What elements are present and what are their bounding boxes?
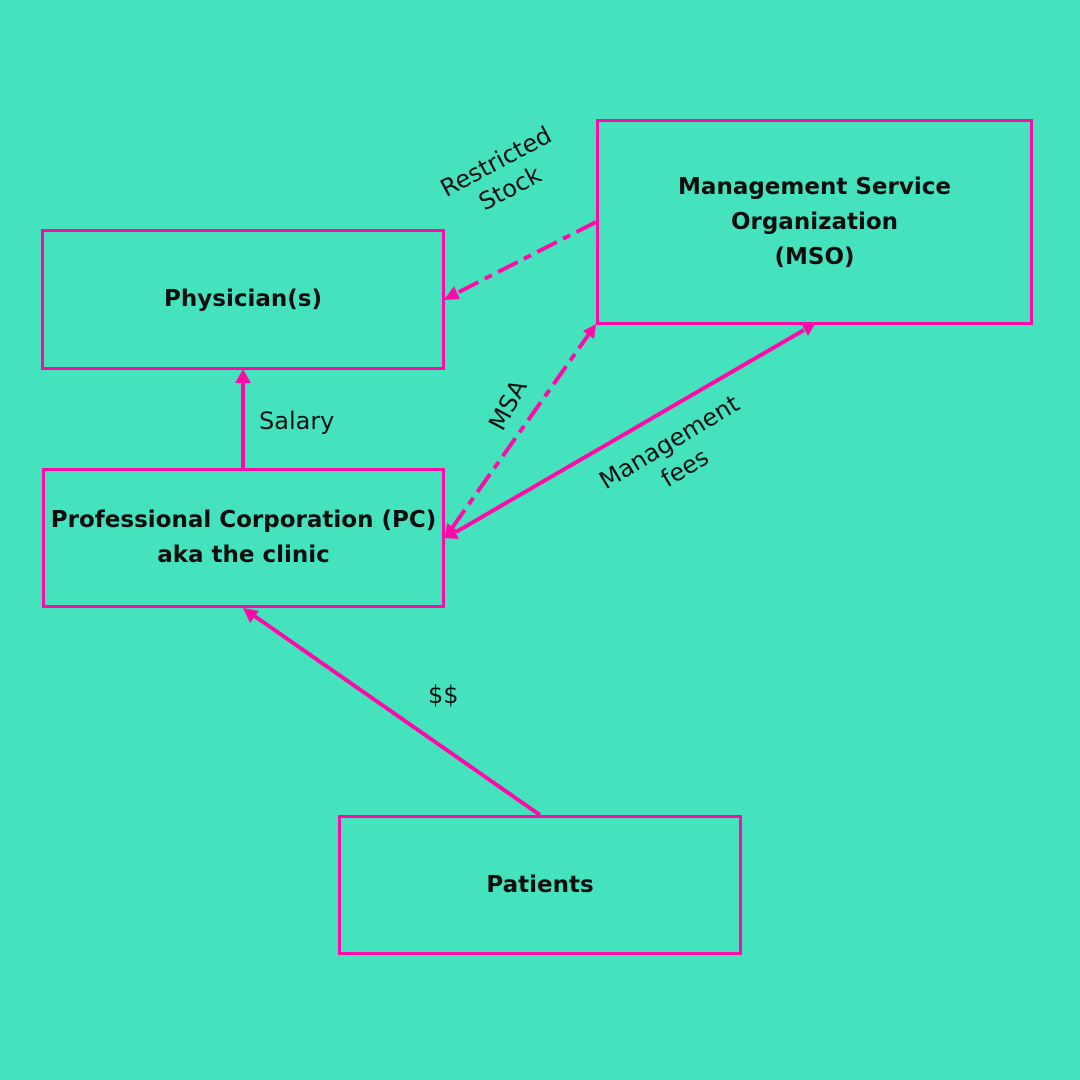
money-arrow [251, 613, 542, 817]
patients-box: Patients [338, 815, 742, 955]
restricted-stock-arrowhead [444, 286, 460, 300]
msa-arrow [450, 332, 591, 530]
mso-label-line-1: Management Service [678, 173, 951, 200]
salary-label: Salary [259, 407, 335, 435]
pc-label-line-1: Professional Corporation (PC) [50, 507, 437, 533]
salary-arrowhead [235, 369, 251, 383]
money-label: $$ [428, 681, 459, 709]
msa-arrowhead-top [583, 324, 596, 339]
mso-label-line-2: Organization [730, 208, 899, 235]
pc-label-line-2: aka the clinic [157, 542, 330, 568]
physicians-label: Physician(s) [164, 286, 322, 312]
mso-label-line-3: (MSO) [774, 243, 855, 270]
physicians-box: Physician(s) [41, 229, 445, 370]
management-fees-arrowhead-bottom [445, 526, 459, 539]
management-fees-arrowhead-top [801, 323, 815, 336]
patients-label: Patients [486, 871, 594, 898]
money-arrowhead [243, 608, 259, 623]
restricted-stock-arrow [454, 220, 597, 296]
mso-box: Management Service Organization (MSO) [596, 119, 1033, 325]
management-fees-arrow [454, 328, 806, 534]
professional-corporation-box: Professional Corporation (PC) aka the cl… [42, 468, 445, 608]
